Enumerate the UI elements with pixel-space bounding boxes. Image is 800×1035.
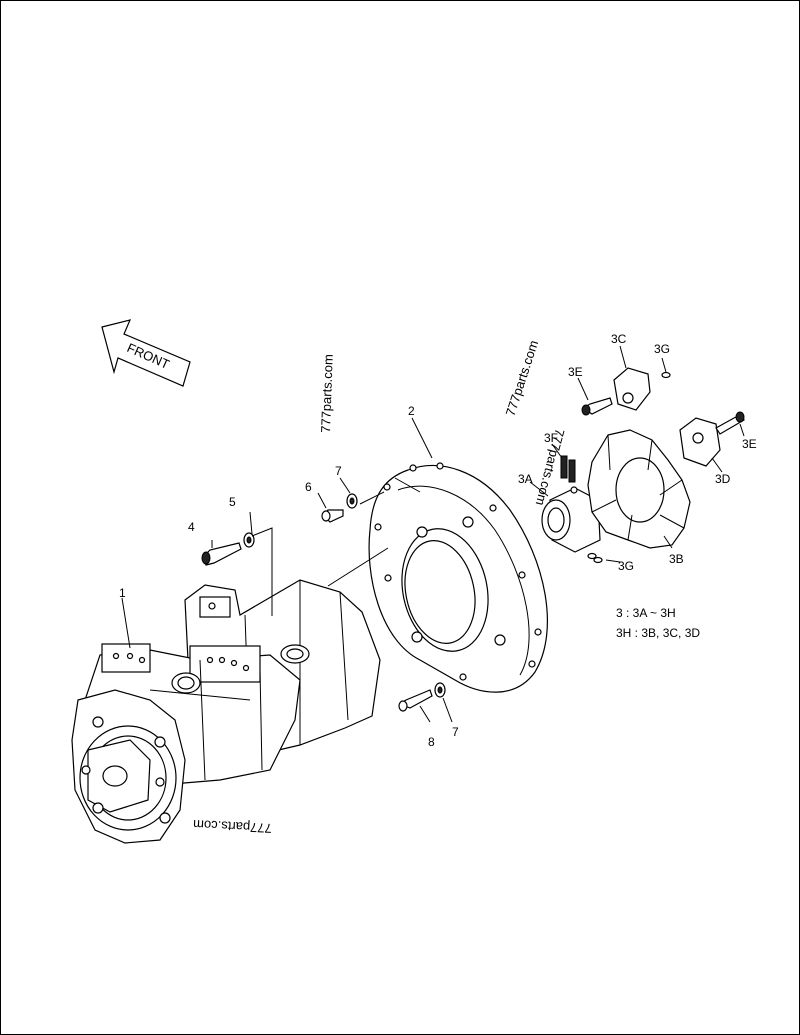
set-screw-3f-icon (560, 455, 576, 483)
callout-3d: 3D (715, 472, 731, 486)
watermark-4: 777parts.com (193, 817, 272, 836)
bolt-3e-top-icon (581, 397, 613, 416)
callout-3e-top: 3E (568, 365, 583, 379)
callout-8: 8 (428, 735, 435, 749)
front-arrow-icon: FRONT (101, 319, 191, 387)
callout-5: 5 (229, 495, 236, 509)
callout-3a: 3A (518, 472, 533, 486)
callout-3c: 3C (611, 332, 627, 346)
watermark-1: 777parts.com (318, 354, 336, 433)
callout-6: 6 (305, 480, 312, 494)
cap-3d-icon (679, 417, 721, 467)
callout-4: 4 (188, 520, 195, 534)
callout-7-top: 7 (335, 464, 342, 478)
callout-3f: 3F (544, 431, 558, 445)
bolt-8-icon (398, 689, 433, 712)
callout-1: 1 (119, 586, 126, 600)
note-line-1: 3 : 3A ~ 3H (616, 606, 676, 620)
callout-3b: 3B (669, 552, 684, 566)
pin-3g-top-icon (661, 371, 671, 379)
callout-2: 2 (408, 404, 415, 418)
hub-3a-icon (541, 486, 601, 553)
watermark-2: 777parts.com (503, 338, 542, 418)
washer-7-top-icon (346, 493, 358, 509)
bolt-4-icon (201, 542, 242, 566)
flange-housing-icon (368, 462, 548, 693)
callout-3g-top: 3G (654, 342, 670, 356)
cap-3c-icon (613, 367, 651, 411)
bolt-3e-right-icon (715, 411, 745, 435)
washer-7-bottom-icon (434, 682, 446, 698)
callout-3g-bottom: 3G (618, 559, 634, 573)
pin-3g-bottom-icon (587, 552, 603, 564)
hydraulic-pump-icon (71, 579, 381, 844)
callout-3e-right: 3E (742, 437, 757, 451)
callout-7-bottom: 7 (452, 725, 459, 739)
coupling-insert-icon (587, 429, 691, 549)
bolt-6-icon (321, 509, 344, 523)
note-line-2: 3H : 3B, 3C, 3D (616, 626, 700, 640)
washer-5-icon (243, 532, 255, 548)
